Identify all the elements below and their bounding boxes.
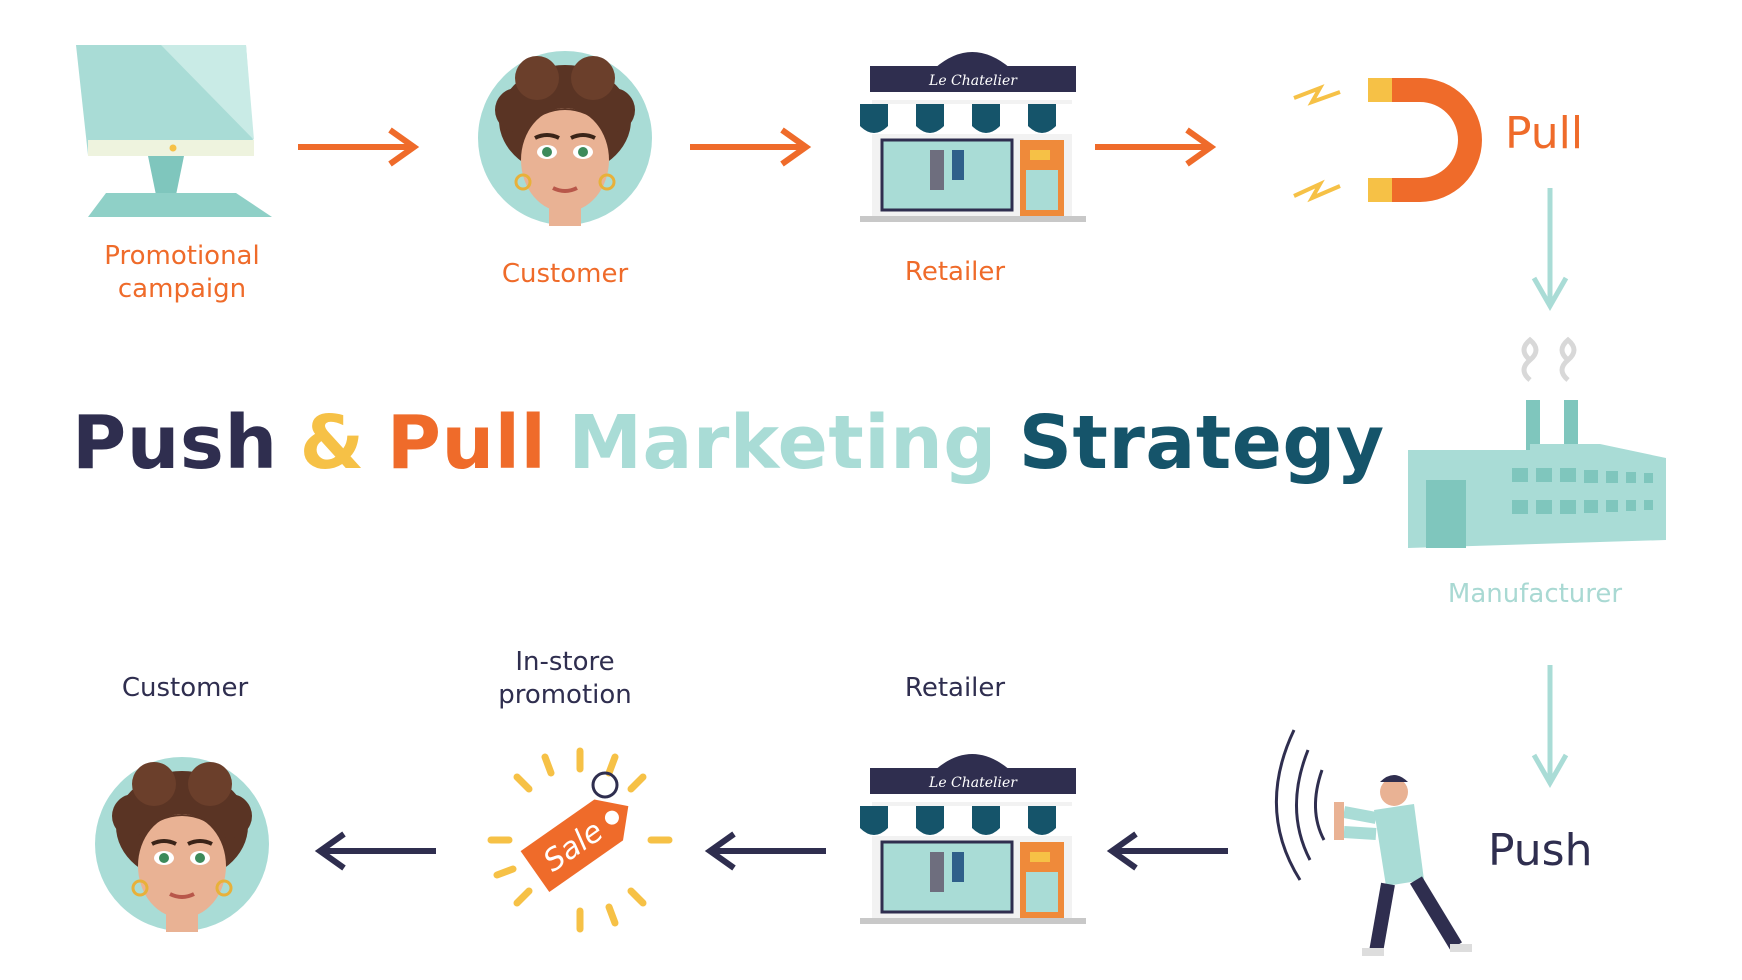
title-strategy: Strategy (1018, 400, 1385, 486)
pull-step-2-label: Customer (501, 259, 629, 289)
arrow-right-icon (690, 127, 812, 167)
pull-step-1-line1: Promotional (104, 241, 260, 271)
storefront-icon: Le Chatelier (860, 754, 1086, 924)
arrow-left-icon (704, 831, 826, 871)
pull-step-1-label: Promotional campaign (82, 240, 282, 306)
arrow-right-icon (1095, 127, 1217, 167)
pull-step-3-label: Retailer (904, 257, 1006, 287)
push-step-2-label: In-store promotion (480, 646, 650, 712)
customer-avatar-icon (478, 51, 652, 226)
arrow-down-icon (1531, 665, 1569, 789)
customer-avatar-icon (95, 757, 269, 932)
push-step-3-label: Customer (121, 673, 249, 703)
push-step-1-label: Retailer (904, 673, 1006, 703)
storefront-icon: Le Chatelier (860, 52, 1086, 222)
sale-tag-icon: Sale (487, 747, 673, 933)
title-push: Push (72, 400, 278, 486)
push-step-2-line1: In-store (515, 647, 615, 677)
push-step-2-line2: promotion (498, 680, 632, 710)
pushing-person-icon (1274, 729, 1472, 956)
pull-step-1-line2: campaign (117, 274, 247, 304)
store-sign-text: Le Chatelier (928, 775, 1018, 791)
push-label: Push (1488, 825, 1593, 876)
arrow-down-icon (1531, 188, 1569, 312)
arrow-left-icon (1106, 831, 1228, 871)
factory-icon (1408, 336, 1666, 548)
title-marketing: Marketing (568, 400, 997, 486)
arrow-left-icon (314, 831, 436, 871)
title-pull: Pull (386, 400, 547, 486)
arrow-right-icon (298, 127, 420, 167)
store-sign-text: Le Chatelier (928, 73, 1018, 89)
computer-monitor-icon (76, 45, 272, 217)
title-amp: & (299, 400, 365, 486)
manufacturer-label: Manufacturer (1447, 579, 1623, 609)
magnet-icon (1293, 78, 1482, 203)
pull-label: Pull (1505, 108, 1584, 159)
